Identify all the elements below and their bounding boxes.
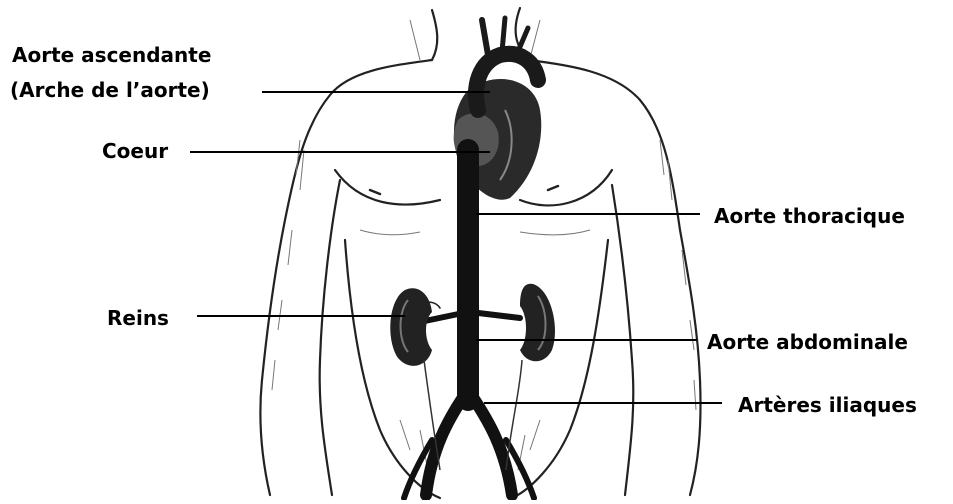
label-arteres-iliaques: Artères iliaques — [738, 393, 917, 417]
label-aorte-ascendante: Aorte ascendante — [12, 43, 211, 67]
label-coeur: Coeur — [102, 139, 168, 163]
label-aorte-abdominale: Aorte abdominale — [707, 330, 908, 354]
label-arche-aorte: (Arche de l’aorte) — [10, 78, 210, 102]
kidney-left — [390, 288, 432, 366]
label-reins: Reins — [107, 306, 169, 330]
label-aorte-thoracique: Aorte thoracique — [714, 204, 905, 228]
kidney-right — [520, 284, 555, 362]
